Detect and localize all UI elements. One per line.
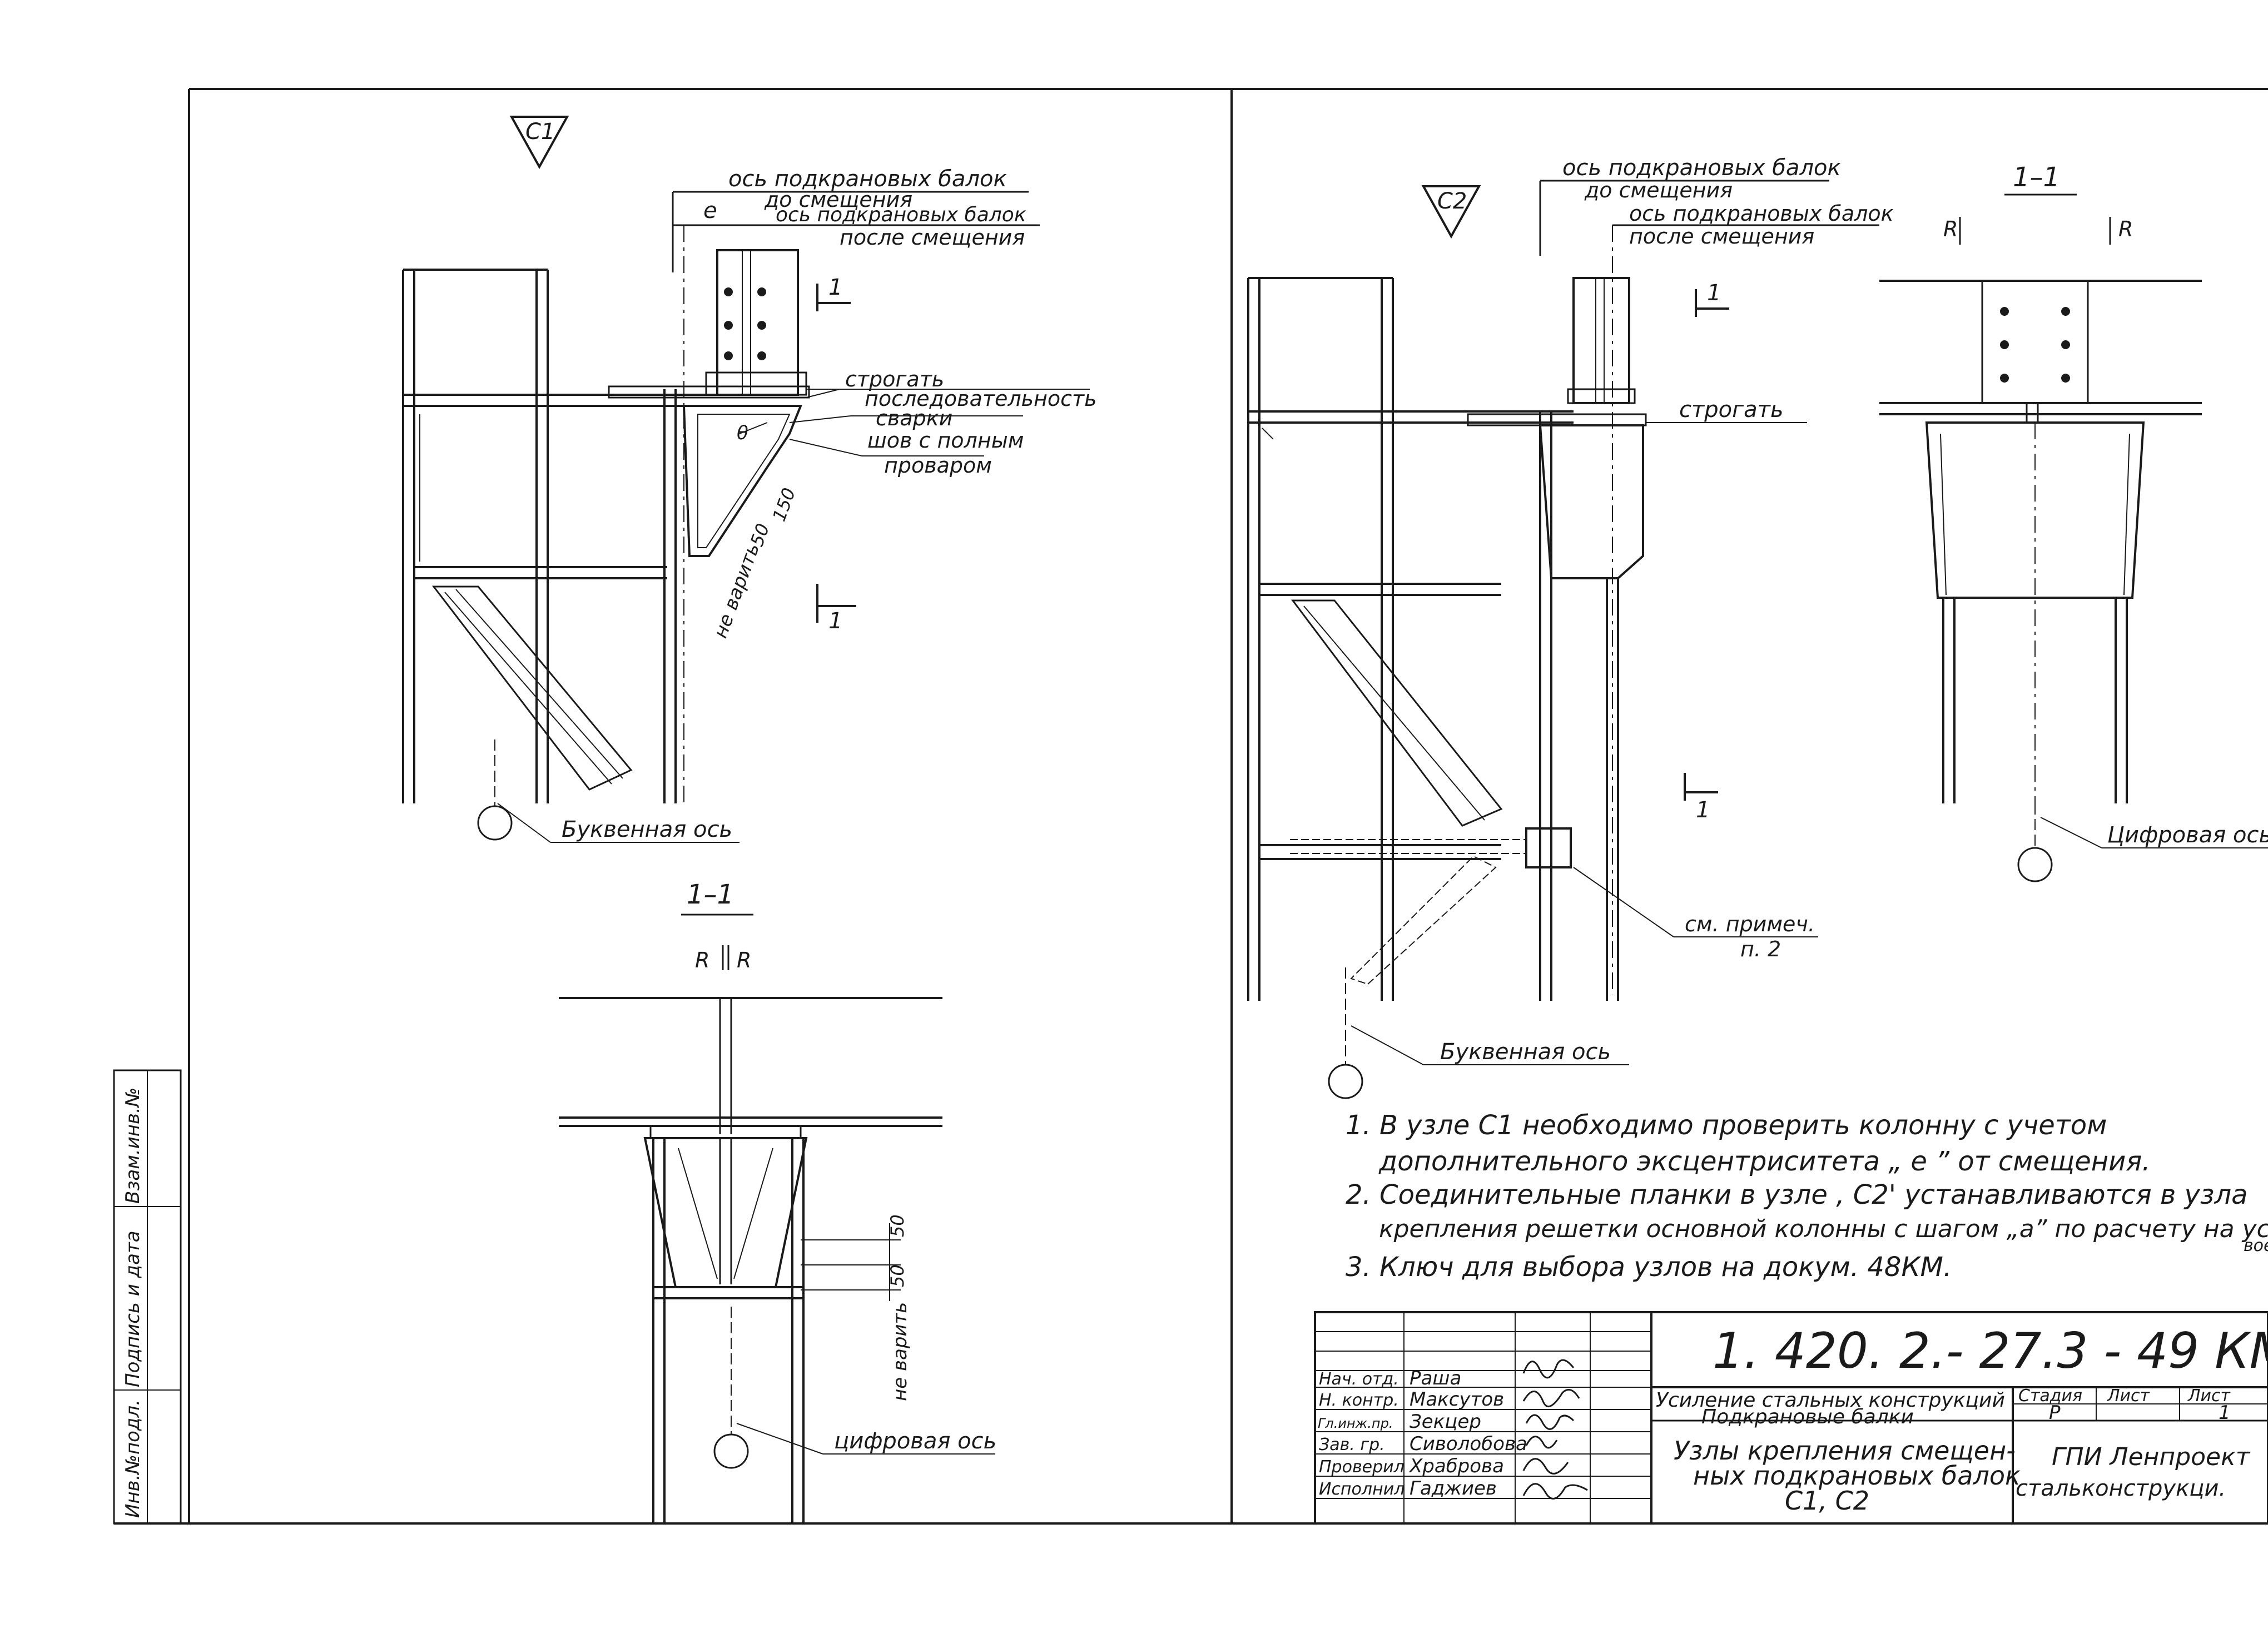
c2-section-axis-label: Цифровая ось [2107, 822, 2268, 848]
note-2-line-3: вое [2244, 1236, 2268, 1255]
role-checked: Проверил [1319, 1457, 1405, 1477]
c2-section-mark-bottom: 1 [1684, 773, 1718, 823]
c1-section-dim-bottom: 50 [887, 1264, 908, 1287]
node-c2: C2 ось подкрановых балок до смещения ось… [1247, 155, 1894, 1099]
name-norm-control: Максутов [1410, 1388, 1504, 1411]
c2-letter-axis-bubble [1328, 1064, 1363, 1099]
c2-axis-before-1: ось подкрановых балок [1562, 155, 1841, 181]
c1-no-weld: не варить [709, 540, 765, 641]
svg-text:1: 1 [828, 275, 842, 300]
node-c1: C1 ось подкрановых балок до смещения e о… [402, 116, 1097, 843]
c2-axis-after-1: ось подкрановых балок [1629, 201, 1894, 226]
c2-plane-label: строгать [1679, 397, 1784, 423]
side-stamp: Инв.№подл. Подпись и дата Взам.инв.№ [113, 1069, 182, 1525]
title-block: 1. 420. 2.- 27.3 - 49 КМ Нач. отд. Н. ко… [1314, 1311, 2268, 1525]
org-1: ГПИ Ленпроект [2052, 1443, 2251, 1471]
sheet-title-1: Узлы крепления смещен- [1674, 1436, 2016, 1466]
work-title-2: Подкрановые балки [1701, 1406, 1914, 1428]
c1-axis-after-2: после смещения [840, 225, 1025, 250]
c2-axis-before-2: до смещения [1584, 178, 1733, 202]
name-chief-engineer: Зекцер [1410, 1411, 1481, 1433]
note-1-line-2: дополнительного эксцентриситета „ е ” от… [1378, 1146, 2150, 1177]
c2-section-r-right: R [2118, 217, 2133, 241]
c1-weld-full-2: проваром [884, 453, 992, 478]
sheet-frame [114, 88, 2268, 1525]
c1-section-axis-label: цифровая ось [834, 1428, 996, 1454]
note-1-line-1: 1. В узле С1 необходимо проверить колонн… [1346, 1110, 2107, 1141]
c1-section-title: 1–1 [687, 879, 734, 910]
notes: 1. В узле С1 необходимо проверить колонн… [1346, 1110, 2268, 1283]
name-checked: Храброва [1408, 1455, 1504, 1477]
org-2: стальконструкци. [2016, 1476, 2226, 1501]
c2-see-note-2: п. 2 [1740, 937, 1781, 961]
stamp-sign-label: Подпись и дата [122, 1230, 144, 1387]
stamp-inv-label: Инв.№подл. [122, 1399, 144, 1518]
svg-text:1: 1 [1696, 797, 1710, 823]
name-executed: Гаджиев [1410, 1477, 1497, 1500]
node-c2-marker [1421, 185, 1481, 239]
c2-section-r-left: R [1943, 217, 1958, 241]
c1-section-no-weld: не варить [889, 1302, 911, 1401]
c2-letter-axis-label: Буквенная ось [1440, 1039, 1611, 1065]
c2-section-axis-bubble [2017, 847, 2053, 882]
node-c1-marker [509, 116, 569, 170]
c1-axis-before-1: ось подкрановых балок [728, 166, 1007, 192]
sheet-title-2: ных подкрановых балок [1693, 1461, 2021, 1491]
c1-section-r-right: R [737, 948, 751, 972]
c1-axis-after-1: ось подкрановых балок [776, 203, 1026, 226]
stage-value: Р [2049, 1402, 2061, 1424]
c1-theta: θ [737, 422, 748, 444]
c1-axis-before-2: до смещения [764, 187, 912, 212]
sheets-label: Лист [2187, 1386, 2231, 1406]
c1-section-mark-top: 1 [816, 275, 851, 311]
note-2-line-2: крепления решетки основной колонны с шаг… [1379, 1215, 2268, 1243]
role-norm-control: Н. контр. [1319, 1391, 1399, 1410]
svg-text:1: 1 [1707, 280, 1721, 306]
c2-section-title: 1–1 [2013, 162, 2060, 193]
c1-section-dim-top: 50 [887, 1214, 908, 1237]
role-head: Нач. отд. [1319, 1369, 1399, 1389]
role-executed: Исполнил [1319, 1480, 1405, 1499]
note-2-line-1: 2. Соединительные планки в узле , С2' ус… [1346, 1179, 2248, 1210]
note-3: 3. Ключ для выбора узлов на докум. 48КМ. [1346, 1252, 1952, 1283]
svg-text:1: 1 [828, 608, 842, 634]
c1-section-r-left: R [695, 948, 709, 972]
c2-see-note-1: см. примеч. [1685, 912, 1815, 936]
node-c2-marker-label: C2 [1437, 188, 1467, 214]
c2-section-mark-top: 1 [1695, 280, 1729, 317]
doc-code: 1. 420. 2.- 27.3 - 49 КМ [1713, 1322, 2268, 1379]
name-group-head: Сиволобова [1410, 1433, 1527, 1455]
sheet-value: 1 [2219, 1402, 2231, 1424]
stamp-replace-label: Взам.инв.№ [122, 1088, 144, 1204]
sheet-label: Лист [2107, 1386, 2151, 1406]
c2-section-1-1: 1–1 R R Цифров [1879, 162, 2268, 882]
c2-axis-after-2: после смещения [1629, 224, 1814, 249]
c1-eccentricity-e: e [703, 198, 717, 224]
sheet-title-3: С1, С2 [1785, 1486, 1869, 1516]
c1-section-mark-bottom: 1 [816, 584, 856, 634]
c1-section-axis-bubble [713, 1433, 749, 1469]
c1-weld-seq-2: сварки [876, 406, 952, 430]
c1-weld-seq-1: последовательность [865, 386, 1097, 411]
c1-section-1-1: 1–1 R R [559, 879, 996, 1523]
signatures [1522, 1359, 1588, 1500]
role-group-head: Зав. гр. [1319, 1435, 1385, 1455]
work-title-1: Усиление стальных конструкций [1656, 1389, 2005, 1412]
c2-connecting-plate [1525, 827, 1572, 868]
c1-letter-axis-label: Буквенная ось [562, 817, 732, 842]
stage-label: Стадия [2018, 1386, 2082, 1406]
name-head: Раша [1410, 1367, 1461, 1389]
c1-weld-full-1: шов с полным [867, 428, 1024, 453]
c1-dim-150: 150 [768, 485, 800, 524]
node-c1-marker-label: C1 [525, 119, 555, 145]
c1-letter-axis-bubble [477, 805, 513, 841]
role-chief-engineer: Гл.инж.пр. [1318, 1416, 1393, 1431]
c1-plane-label: строгать [845, 367, 944, 391]
